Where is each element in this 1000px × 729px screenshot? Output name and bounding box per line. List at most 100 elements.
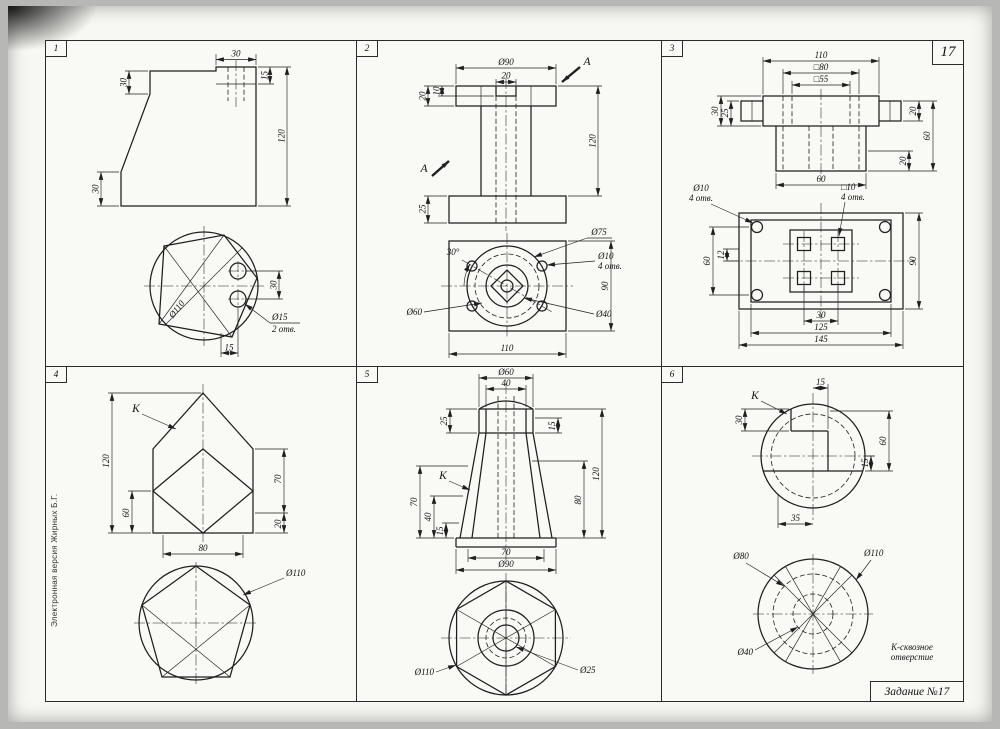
- c6-dia-40: Ø40: [737, 647, 754, 657]
- c4-dim-70: 70: [273, 474, 283, 484]
- c5-face-label-k: К: [438, 470, 448, 482]
- c6-dia-110: Ø110: [863, 548, 884, 558]
- cell-5-number: 5: [357, 367, 378, 383]
- c5-plan-view: [441, 573, 571, 697]
- c3-dim-30: 30: [816, 310, 827, 320]
- c2-section-a-top: A: [582, 56, 591, 68]
- c4-dia-110: Ø110: [285, 568, 306, 578]
- cell-4-number: 4: [46, 367, 67, 383]
- c5-dim-40-top: 40: [502, 378, 512, 388]
- c2-hole-count: 4 отв.: [598, 261, 622, 271]
- c1-dim-15: 15: [260, 71, 270, 81]
- c4-front-view: К: [131, 384, 254, 542]
- c4-plan-view: Ø110: [134, 562, 306, 684]
- c1-dim-15-holes: 15: [225, 343, 235, 353]
- divider-vertical-1: [356, 41, 358, 701]
- c5-dia-60: Ø60: [497, 367, 514, 377]
- c1-dim-120: 120: [277, 129, 287, 143]
- c3-dim-sq10: □10: [841, 182, 856, 192]
- c3-front-view: [740, 89, 902, 179]
- c4-dim-80: 80: [199, 543, 209, 553]
- c6-dim-60: 60: [878, 436, 888, 446]
- cell-6-drawing: К 15 30 60 15 35: [732, 377, 933, 674]
- c3-dim-sq55: □55: [814, 74, 829, 84]
- c5-dia-25: Ø25: [579, 665, 596, 675]
- c6-dim-15-top: 15: [816, 377, 826, 387]
- c2-dim-25: 25: [418, 204, 428, 214]
- c2-front-dims: Ø90 20 10 20 120 25: [418, 57, 602, 224]
- divider-vertical-2: [661, 41, 663, 701]
- c1-dim-30-bottomleft: 30: [91, 184, 101, 195]
- c5-front-view: К: [438, 383, 557, 561]
- c6-plan-view: [753, 554, 873, 674]
- c2-dia-60: Ø60: [406, 307, 423, 317]
- c3-dim-60-bottom: 60: [817, 174, 827, 184]
- c2-dia-40: Ø40: [595, 309, 612, 319]
- c5-dim-15-left: 15: [435, 526, 445, 536]
- c5-plan-dims: Ø110 Ø25: [414, 646, 596, 677]
- drawing-sheet: 30 15 30 120 30 30: [45, 40, 964, 702]
- c2-section-a-bottom: A: [419, 163, 428, 175]
- c1-dim-30-holes: 30: [269, 280, 279, 291]
- cell-6-number: 6: [662, 367, 683, 383]
- cell-5-drawing: К Ø60 40 25 15 120 80: [409, 367, 606, 697]
- c2-dia-75: Ø75: [590, 227, 607, 237]
- c3-front-dims: 110 □80 □55 30 25 20 60 20 60: [710, 50, 937, 189]
- c2-dia-90: Ø90: [497, 57, 514, 67]
- c5-front-dims: Ø60 40 25 15 120 80 70 40 15 70 Ø90: [409, 367, 606, 574]
- c5-dim-120: 120: [591, 467, 601, 481]
- c5-dim-25: 25: [439, 416, 449, 426]
- c1-front-dims: 30 15 30 120 30: [91, 49, 291, 207]
- c5-dim-40-left: 40: [423, 512, 433, 522]
- c2-plan-view: [441, 233, 573, 339]
- c2-plan-dims: 30° Ø75 Ø10 4 отв. Ø40 Ø60 110 90: [406, 227, 622, 358]
- c1-hole-diameter: Ø15: [271, 312, 288, 322]
- c3-dim-20-right: 20: [908, 106, 918, 116]
- c6-face-label-k: К: [750, 390, 760, 402]
- c3-dim-20-right-lower: 20: [898, 156, 908, 166]
- cell-1-drawing: 30 15 30 120 30 30: [91, 49, 300, 357]
- c6-dim-35: 35: [790, 513, 801, 523]
- c4-front-dims: 120 60 70 20 80: [101, 392, 288, 558]
- c3-dim-125: 125: [814, 322, 828, 332]
- c3-hole-count-square: 4 отв.: [841, 192, 865, 202]
- c2-dim-20-notch: 20: [502, 71, 512, 81]
- c6-top-view: К: [750, 390, 874, 522]
- c3-dia-10: Ø10: [692, 183, 709, 193]
- c3-dim-sq80: □80: [814, 62, 829, 72]
- c1-plan-view: [144, 226, 264, 346]
- c3-dim-60-right: 60: [922, 131, 932, 141]
- c5-dim-70-bottom: 70: [502, 547, 512, 557]
- sheet-number: 17: [932, 41, 963, 65]
- scanned-page: 30 15 30 120 30 30: [8, 6, 992, 722]
- c2-dim-110: 110: [501, 343, 514, 353]
- side-note: Электронная версия Жирных Б.Г.: [50, 493, 59, 627]
- c3-plan-dims: Ø10 4 отв. □10 4 отв. 60 12 90 30 125 14…: [689, 182, 923, 349]
- c5-dim-70-left: 70: [409, 497, 419, 507]
- c3-dim-12: 12: [716, 250, 726, 260]
- c2-dia-10: Ø10: [597, 251, 614, 261]
- task-label: Задание №17: [870, 681, 963, 701]
- cell-4-drawing: К 120 60 70 20 80 Ø110: [101, 384, 306, 684]
- c3-dim-30-left: 30: [710, 106, 720, 117]
- c1-dim-30-top: 30: [231, 49, 242, 59]
- cell-2-drawing: A A Ø90 20 10 20 120 25: [406, 56, 622, 358]
- c2-front-view: [448, 78, 567, 231]
- c4-dim-120: 120: [101, 454, 111, 468]
- c2-angle-30: 30°: [446, 247, 460, 257]
- c6-plan-dims: Ø80 Ø110 Ø40 К-сквозное отверстие: [732, 548, 933, 662]
- c2-dim-90: 90: [600, 281, 610, 291]
- c2-dim-120: 120: [588, 134, 598, 148]
- divider-horizontal: [46, 366, 963, 368]
- cell-3-drawing: 110 □80 □55 30 25 20 60 20 60: [689, 50, 937, 349]
- c3-hole-count-round: 4 отв.: [689, 193, 713, 203]
- cell-2-number: 2: [357, 41, 378, 57]
- c5-dim-15-right: 15: [547, 421, 557, 431]
- c4-face-label-k: К: [131, 403, 141, 415]
- c3-dim-60: 60: [702, 256, 712, 266]
- c6-note-line1: К-сквозное: [890, 642, 933, 652]
- c3-dim-145: 145: [814, 334, 828, 344]
- c1-hole-count: 2 отв.: [272, 324, 296, 334]
- cell-3-number: 3: [662, 41, 683, 57]
- c6-dim-15-right: 15: [860, 458, 870, 468]
